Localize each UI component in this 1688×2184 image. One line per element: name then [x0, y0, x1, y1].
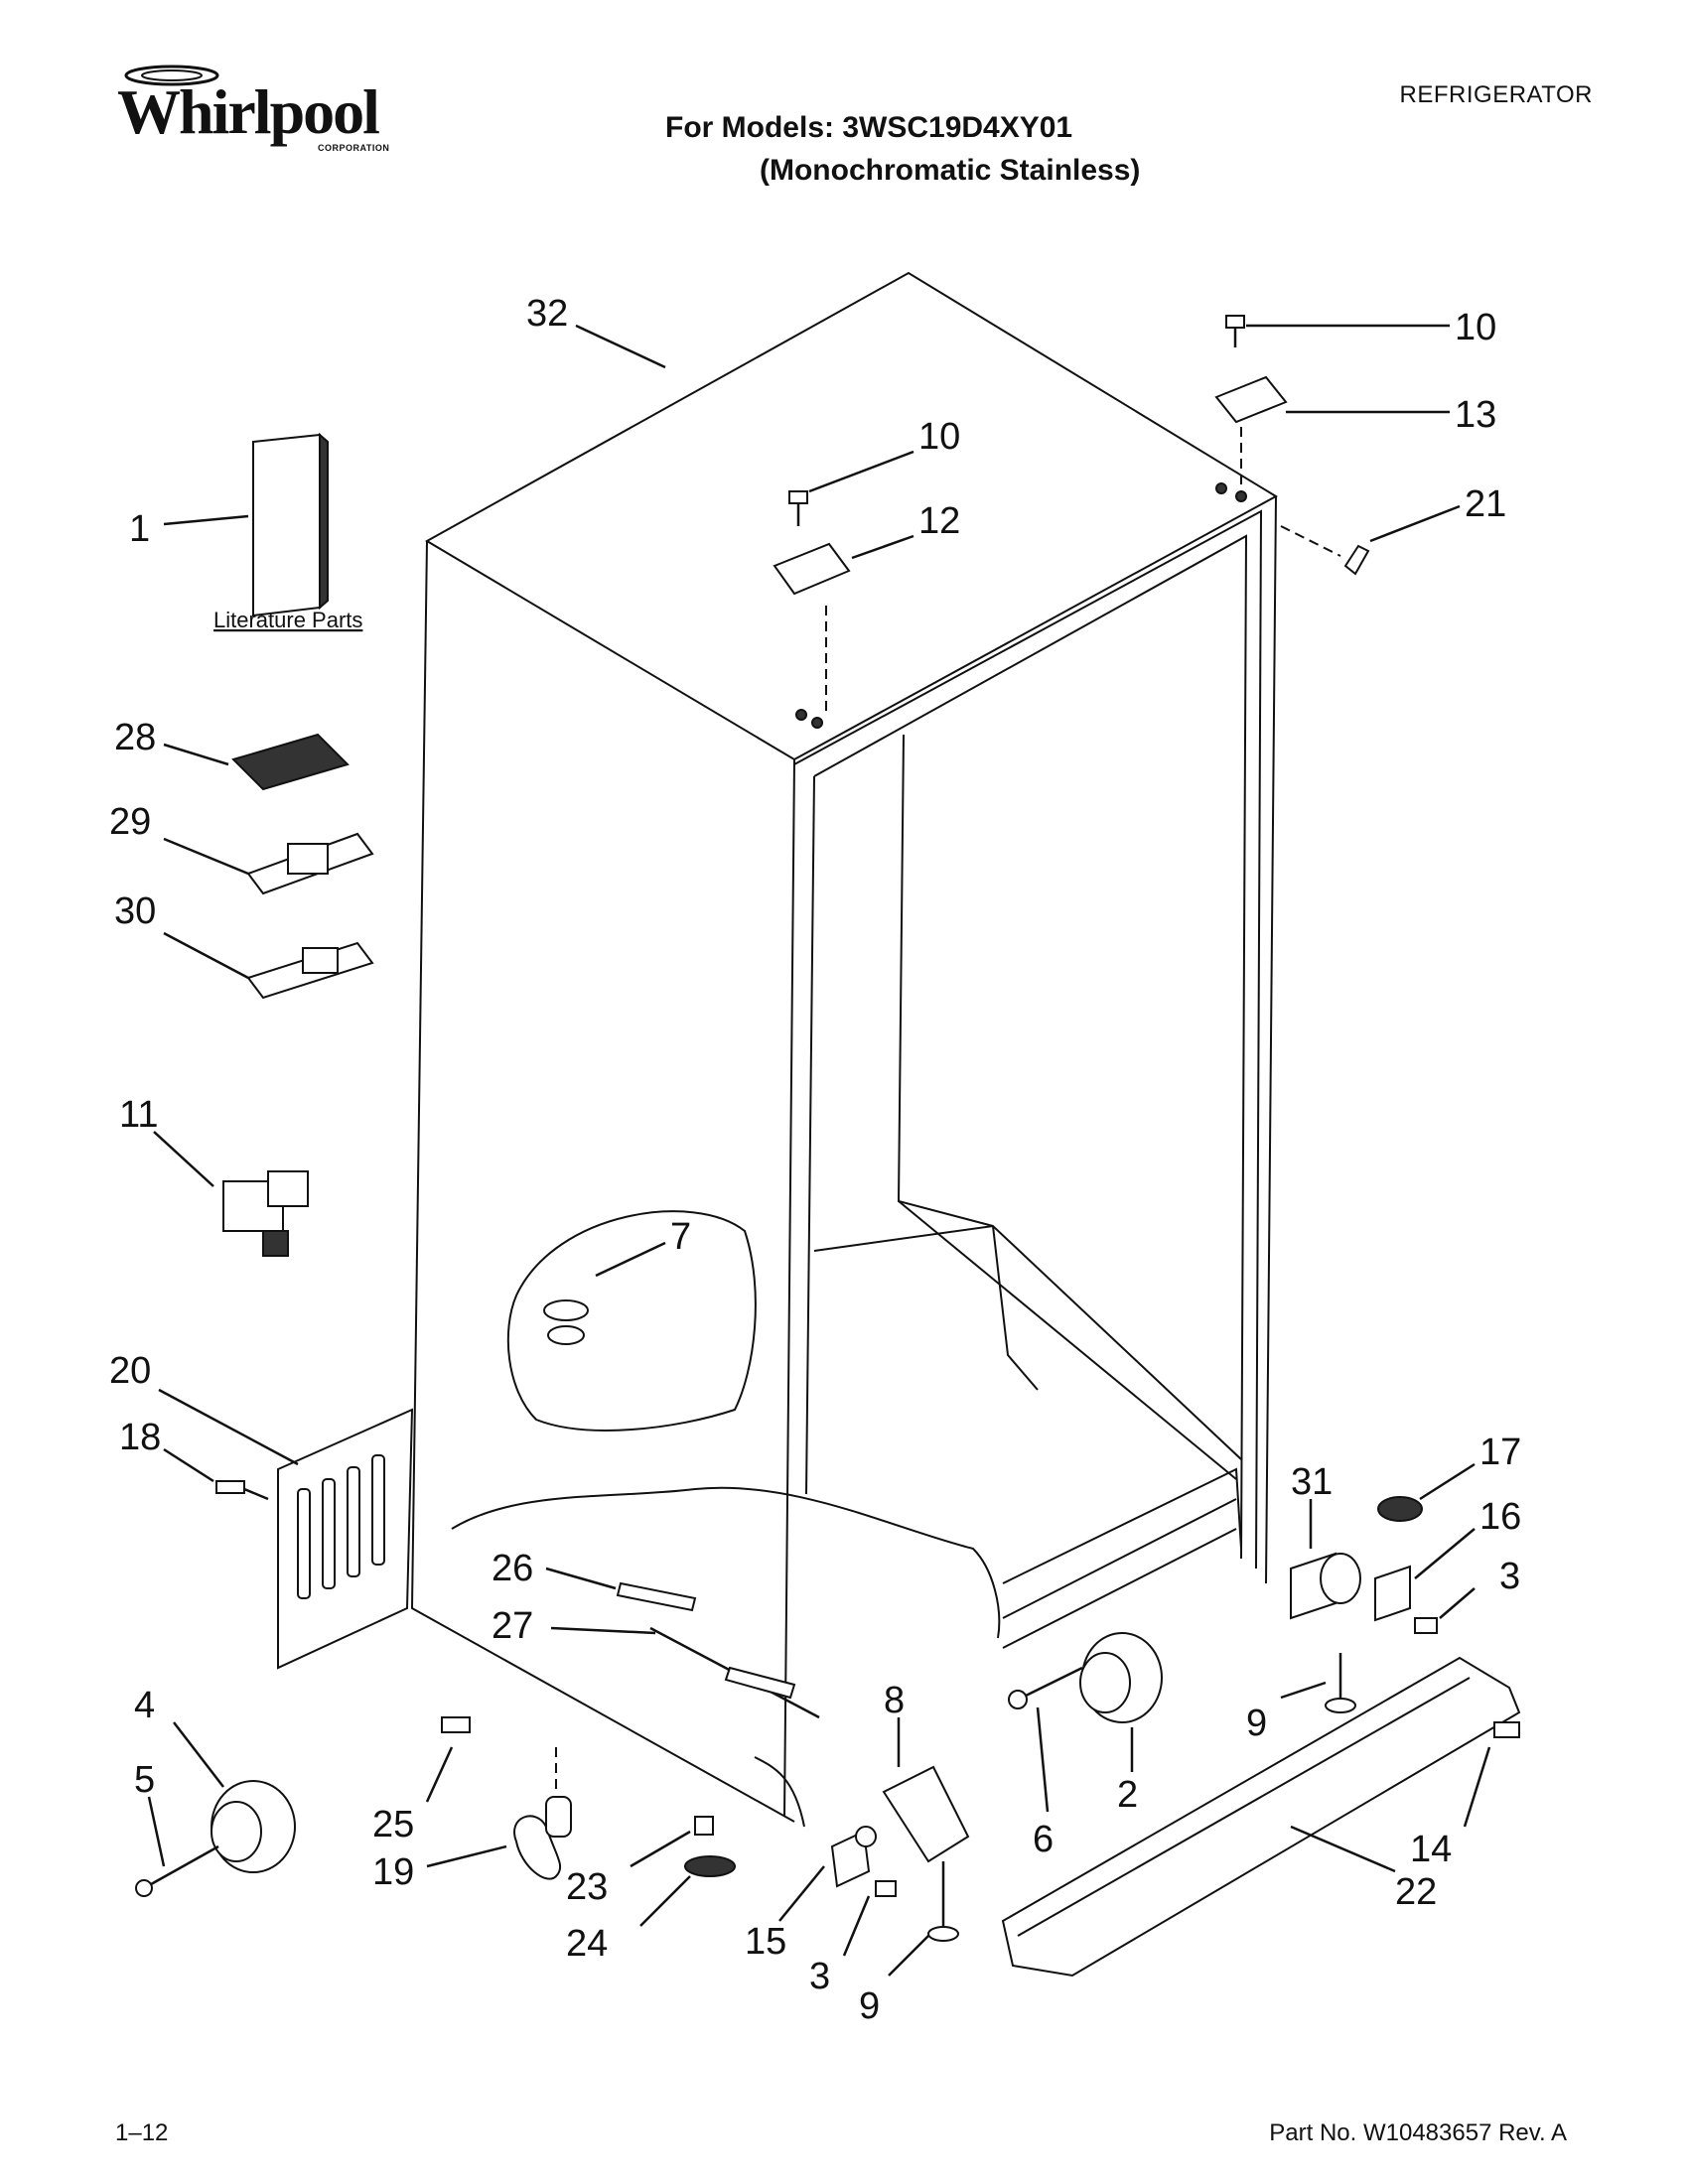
variant-line: (Monochromatic Stainless) — [760, 154, 1141, 187]
callout-label: 19 — [372, 1851, 414, 1893]
callout-label: 8 — [884, 1680, 905, 1721]
hinge-center-icon — [773, 542, 851, 596]
callout-label: 3 — [1499, 1556, 1520, 1597]
callout-label: 24 — [566, 1923, 608, 1965]
callout-label: 20 — [109, 1350, 151, 1392]
callout-label: 7 — [670, 1216, 691, 1258]
callout-label: 3 — [809, 1956, 830, 1997]
callout-label: 11 — [119, 1094, 158, 1136]
water-valve-icon — [222, 1180, 284, 1232]
callout-label: 17 — [1479, 1432, 1521, 1473]
screw-3b-icon — [1414, 1617, 1438, 1634]
cabinet-drawing — [277, 271, 1279, 1828]
drain-trap-icon — [513, 1815, 562, 1880]
callout-label: 1 — [129, 508, 150, 550]
wheel-left-icon — [135, 1780, 296, 1897]
callout-labels: 32 10 13 10 12 21 1 Literature Parts 28 … — [109, 293, 1521, 2027]
hinge-right-icon — [1214, 375, 1288, 424]
callout-label: 4 — [134, 1685, 155, 1726]
callout-label: 27 — [492, 1605, 533, 1647]
callout-label: 22 — [1395, 1871, 1437, 1913]
literature-booklet-icon — [252, 433, 321, 617]
callout-label: 12 — [918, 500, 960, 542]
brand-name: Whirlpool — [117, 76, 380, 147]
callout-label: 2 — [1117, 1774, 1138, 1816]
tube-26-icon — [616, 1581, 697, 1612]
cap-17-icon — [1377, 1496, 1423, 1522]
screw-3-icon — [875, 1880, 897, 1897]
callout-label: 9 — [859, 1985, 880, 2027]
callout-label: 28 — [114, 717, 156, 758]
callout-label: 26 — [492, 1548, 533, 1589]
logo-swirl-icon — [124, 65, 219, 86]
screw-top-right-icon — [1225, 315, 1245, 329]
bracket-8-icon — [882, 1765, 970, 1863]
base-rail-icon — [1001, 1656, 1521, 1978]
grommet-icon — [543, 1299, 589, 1321]
callout-label: 21 — [1465, 483, 1506, 525]
part-number: Part No. W10483657 Rev. A — [1269, 2119, 1567, 2146]
clip-icon — [1343, 544, 1370, 576]
product-category: REFRIGERATOR — [1399, 81, 1593, 108]
callout-label: 18 — [119, 1417, 161, 1458]
callout-label: 15 — [745, 1921, 786, 1963]
screw-23-icon — [694, 1816, 714, 1836]
callout-label: 30 — [114, 890, 156, 932]
callout-label: 6 — [1033, 1819, 1054, 1860]
callout-label: 5 — [134, 1759, 155, 1801]
brand-subtitle: CORPORATION — [318, 143, 390, 153]
callout-label: 10 — [1455, 307, 1496, 348]
washer-24-icon — [684, 1855, 736, 1877]
screw-top-left-icon — [788, 490, 808, 504]
small-parts — [135, 315, 1521, 1978]
screw-25-icon — [441, 1716, 471, 1733]
callout-label: 31 — [1291, 1461, 1333, 1503]
literature-parts-label: Literature Parts — [213, 608, 362, 632]
models-line: For Models: 3WSC19D4XY01 — [665, 111, 1073, 144]
page-number: 1–12 — [115, 2119, 169, 2146]
control-cover-icon — [231, 733, 350, 791]
callout-label: 14 — [1410, 1829, 1452, 1870]
callout-label: 32 — [526, 293, 568, 335]
callout-label: 9 — [1246, 1703, 1267, 1744]
callout-label: 29 — [109, 801, 151, 843]
whirlpool-logo: Whirlpool CORPORATION — [107, 62, 395, 171]
screw-grille-icon — [215, 1480, 245, 1494]
wheel-right-icon — [1079, 1632, 1163, 1723]
callout-label: 23 — [566, 1866, 608, 1908]
callout-label: 16 — [1479, 1496, 1521, 1538]
callout-label: 10 — [918, 416, 960, 458]
leader-lines — [147, 324, 1491, 1977]
axle-icon — [1008, 1666, 1083, 1709]
callout-label: 13 — [1455, 394, 1496, 436]
callout-label: 25 — [372, 1804, 414, 1845]
hinge-16-icon — [1374, 1565, 1411, 1622]
screw-14-icon — [1493, 1721, 1520, 1738]
